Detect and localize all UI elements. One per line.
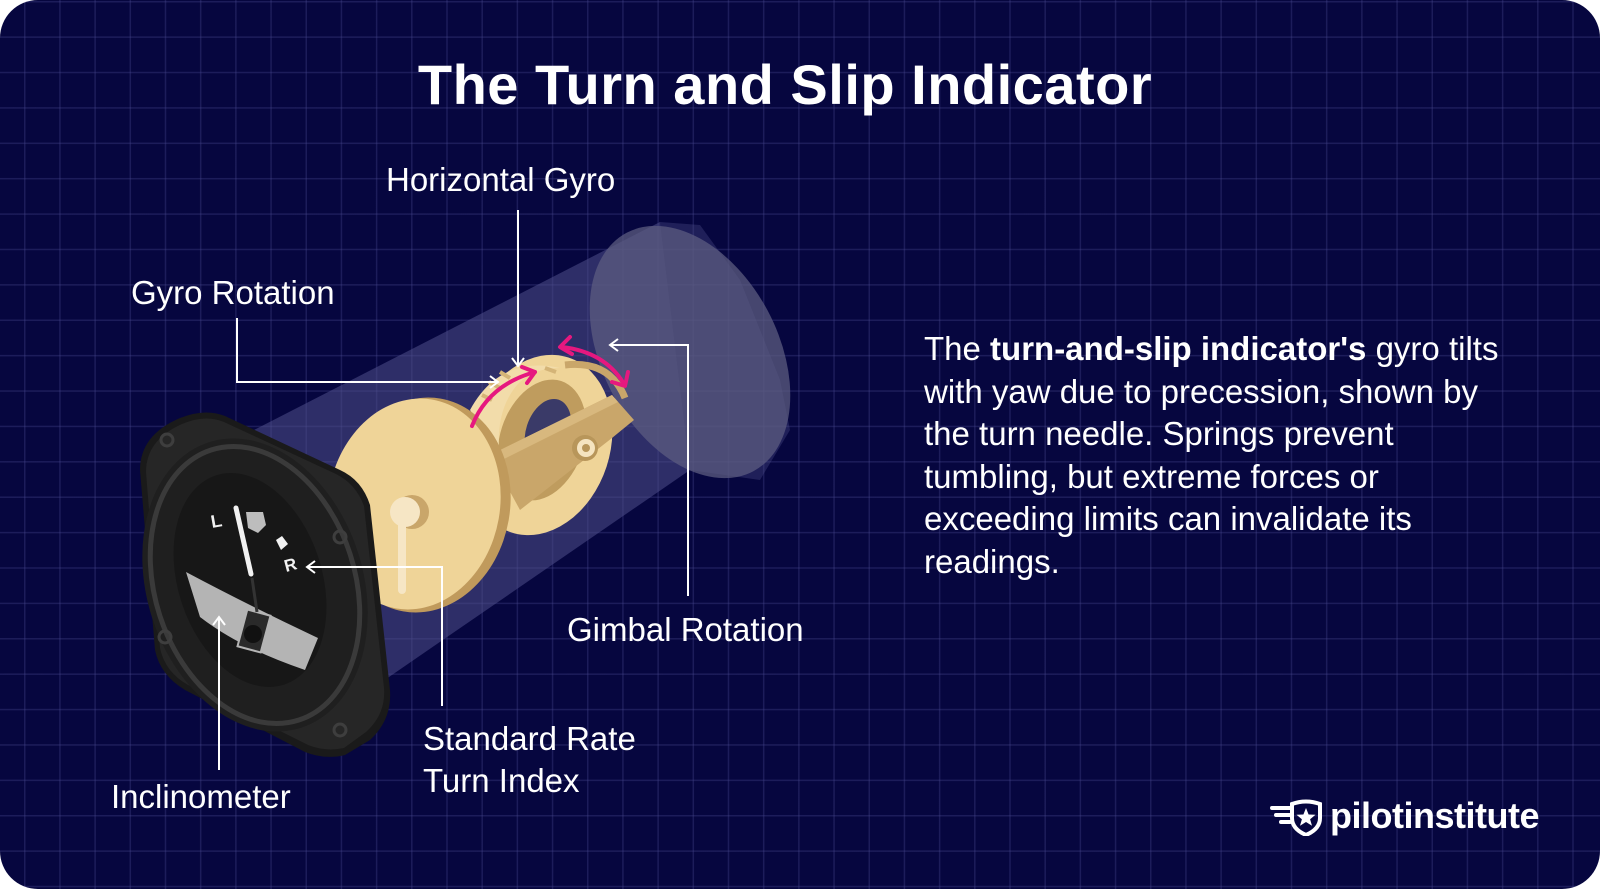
label-standard-rate-turn-index: Standard Rate Turn Index xyxy=(423,718,636,802)
label-inclinometer: Inclinometer xyxy=(111,778,291,815)
instrument-face: L R xyxy=(140,412,391,757)
description-bold: turn-and-slip indicator's xyxy=(990,330,1367,367)
gyro-rotation-arrow-icon xyxy=(470,370,537,428)
label-gimbal-rotation: Gimbal Rotation xyxy=(567,611,804,648)
rotation-arrows xyxy=(470,335,630,428)
logo-text: pilotinstitute xyxy=(1330,795,1539,836)
page-title: The Turn and Slip Indicator xyxy=(417,53,1153,116)
label-standard-rate-line1: Standard Rate xyxy=(423,720,636,757)
gimbal-rotation-arrow-icon xyxy=(560,345,626,386)
dial-left-mark: L xyxy=(209,510,223,532)
pilot-institute-logo: pilotinstitute xyxy=(1270,795,1539,837)
description-rest: gyro tilts with yaw due to precession, s… xyxy=(924,330,1499,580)
description-prefix: The xyxy=(924,330,991,367)
label-gyro-rotation: Gyro Rotation xyxy=(131,274,335,311)
description-paragraph: The turn-and-slip indicator's gyro tilts… xyxy=(924,328,1524,583)
winged-shield-star-icon xyxy=(1270,799,1322,836)
leader-lines xyxy=(212,210,689,770)
dial-right-mark: R xyxy=(282,554,299,576)
label-horizontal-gyro: Horizontal Gyro xyxy=(386,161,616,198)
label-standard-rate-line2: Turn Index xyxy=(423,762,580,799)
